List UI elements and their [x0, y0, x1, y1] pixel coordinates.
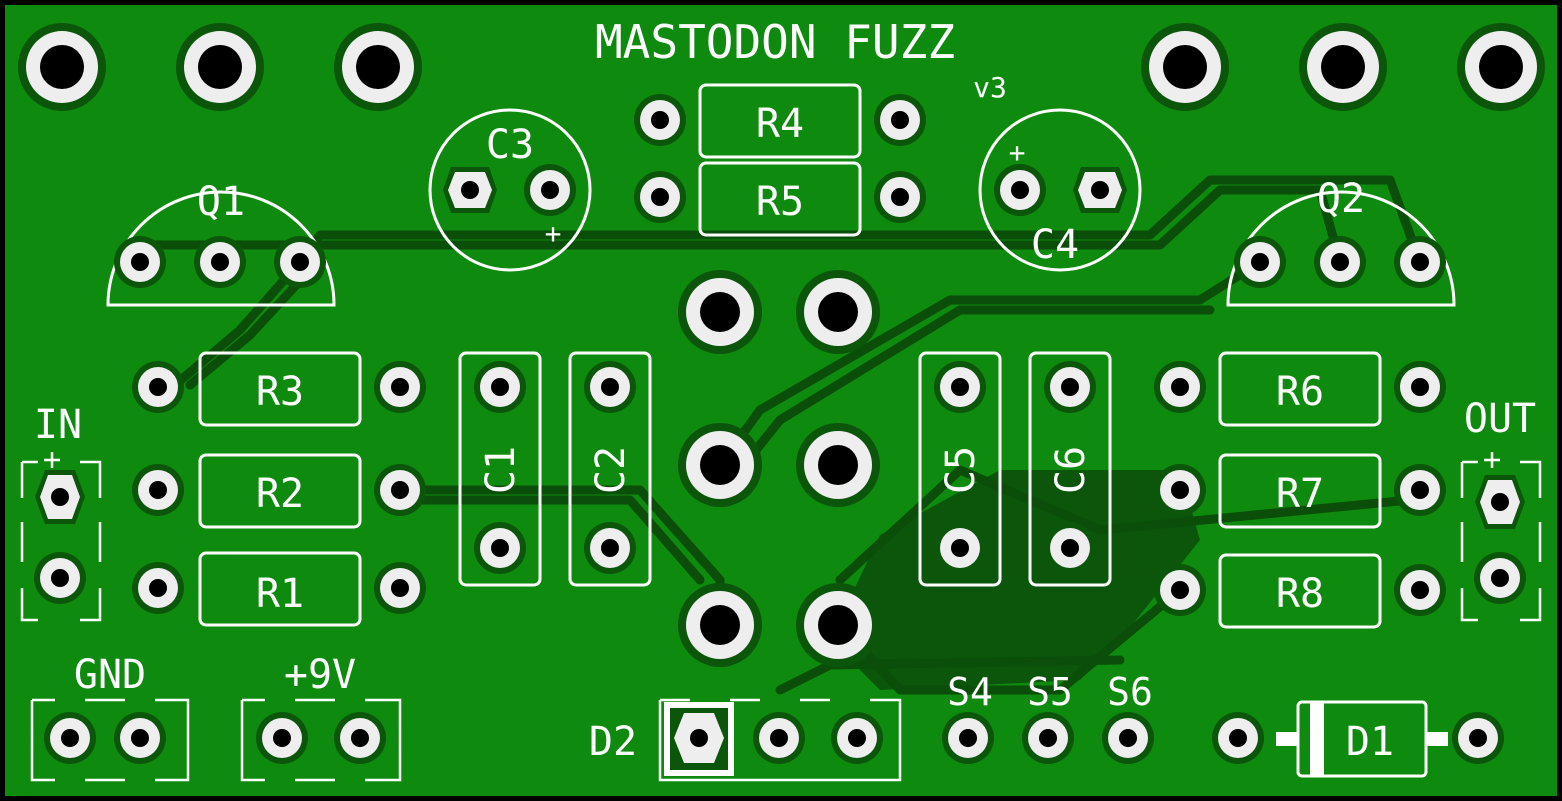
switch-pads: S4 S5 S6: [942, 670, 1154, 764]
r4-label: R4: [756, 101, 804, 147]
capacitor-c2: C2: [568, 351, 652, 587]
s4-label: S4: [947, 670, 993, 714]
in-label: IN: [34, 402, 82, 448]
q2-label: Q2: [1317, 176, 1365, 222]
c2-label: C2: [588, 446, 634, 494]
resistor-r5: R5: [634, 161, 926, 237]
capacitor-c4: C4 +: [978, 108, 1142, 272]
pot-holes-top: [18, 23, 1545, 111]
traces: [135, 175, 1425, 695]
c4-polarity: +: [1009, 136, 1026, 169]
resistor-r4: R4: [634, 83, 926, 159]
led-d2: D2: [589, 698, 902, 782]
output-connector: OUT: [1460, 396, 1542, 622]
resistor-r3: R3: [132, 351, 426, 427]
capacitor-c3: C3 +: [428, 108, 592, 272]
power-label: +9V: [284, 652, 356, 698]
c4-label: C4: [1031, 222, 1079, 268]
gnd-label: GND: [74, 652, 146, 698]
board-version: v3: [973, 71, 1007, 104]
resistor-r1: R1: [132, 551, 426, 627]
input-connector: IN: [20, 402, 102, 622]
q1-label: Q1: [197, 179, 245, 225]
d1-label: D1: [1346, 719, 1394, 765]
c1-label: C1: [478, 446, 524, 494]
c3-polarity: +: [545, 217, 562, 250]
gnd-connector: GND: [30, 652, 190, 782]
diode-d1: D1: [1212, 700, 1504, 778]
resistor-r7: R7: [1154, 453, 1446, 529]
c6-label: C6: [1048, 446, 1094, 494]
r6-label: R6: [1276, 369, 1324, 415]
d2-label: D2: [589, 719, 637, 765]
resistor-r8: R8: [1154, 553, 1446, 629]
s5-label: S5: [1027, 670, 1073, 714]
transistor-q2: Q2: [1226, 176, 1456, 307]
transistor-q1: Q1: [106, 179, 336, 307]
c3-label: C3: [486, 122, 534, 168]
r2-label: R2: [256, 471, 304, 517]
capacitor-c6: C6: [1028, 351, 1112, 587]
switch-holes: [678, 270, 880, 667]
c5-label: C5: [938, 446, 984, 494]
r7-label: R7: [1276, 471, 1324, 517]
r8-label: R8: [1276, 571, 1324, 617]
resistor-r2: R2: [132, 453, 426, 529]
board-title: MASTODON FUZZ: [595, 15, 955, 69]
r1-label: R1: [256, 571, 304, 617]
resistor-r6: R6: [1154, 351, 1446, 427]
r5-label: R5: [756, 179, 804, 225]
power-connector: +9V: [240, 652, 402, 782]
s6-label: S6: [1107, 670, 1153, 714]
capacitor-c1: C1: [458, 351, 542, 587]
capacitor-c5: C5: [918, 351, 1002, 587]
r3-label: R3: [256, 369, 304, 415]
out-label: OUT: [1464, 396, 1536, 442]
